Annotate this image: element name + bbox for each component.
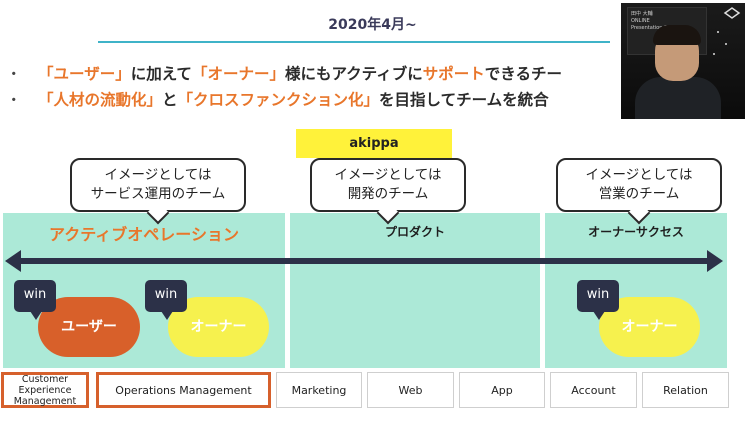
function-label: Operations Management: [115, 383, 252, 397]
bullet-item: ・「人材の流動化」と「クロスファンクション化」を目指してチームを統合: [6, 88, 549, 110]
presenter-hair: [653, 25, 701, 45]
function-operations-management: Operations Management: [96, 372, 271, 408]
bullet-item: ・「ユーザー」に加えて「オーナー」様にもアクティブにサポートできるチー: [6, 62, 562, 84]
team-product: プロダクト: [290, 213, 540, 368]
bullet-text: に加えて: [130, 65, 192, 83]
team-title: オーナーサクセス: [588, 225, 684, 239]
bullet-text: と: [162, 91, 178, 109]
speech-callout: イメージとしては サービス運用のチーム: [70, 158, 246, 225]
callout-line: イメージとしては: [334, 167, 442, 183]
bullet-highlight: 「ユーザー」: [38, 65, 131, 83]
win-tag: win: [145, 280, 187, 320]
screen-line: ONLINE: [631, 18, 650, 24]
win-tag-tail: [161, 311, 173, 320]
win-tag: win: [14, 280, 56, 320]
org-label: akippa: [296, 129, 452, 158]
team-title: プロダクト: [384, 225, 445, 239]
bullet-highlight: 「クロスファンクション化」: [177, 91, 380, 109]
function-label: Relation: [663, 383, 708, 397]
team-title: アクティブオペレーション: [49, 225, 239, 244]
function-app: App: [459, 372, 545, 408]
bullet-highlight: 「オーナー」: [191, 65, 285, 83]
callout-line: イメージとしては: [585, 167, 693, 183]
presenter-video-tile[interactable]: 田中 大輔 ONLINE Presentation Speaker ▾: [621, 3, 745, 119]
slide-title: 2020年4月~: [328, 17, 417, 33]
bullet-marker: ・: [6, 65, 22, 83]
win-tag-tail: [30, 311, 42, 320]
spark-dot: [713, 53, 715, 55]
win-label: win: [586, 287, 610, 302]
brand-logo-icon: [723, 7, 741, 19]
callout-line: 営業のチーム: [598, 186, 680, 202]
function-label: App: [491, 383, 513, 397]
callout-line: 開発のチーム: [347, 186, 429, 202]
presenter-body: [635, 77, 721, 119]
spark-dot: [717, 31, 719, 33]
function-label: Customer Experience Management: [13, 373, 77, 407]
function-label: Marketing: [291, 383, 347, 397]
bullet-text: できるチー: [484, 65, 562, 83]
function-web: Web: [367, 372, 454, 408]
bullet-highlight: 「人材の流動化」: [38, 91, 163, 109]
double-arrow-icon: [5, 250, 723, 272]
bullet-text: 様にもアクティブに: [284, 65, 423, 83]
screen-line: 田中 大輔: [631, 11, 653, 17]
function-customer-experience-management: Customer Experience Management: [1, 372, 89, 408]
win-label: win: [154, 287, 178, 302]
win-tag-tail: [593, 311, 605, 320]
function-relation: Relation: [642, 372, 729, 408]
bullet-highlight: サポート: [422, 65, 485, 83]
bullet-text: を目指してチームを統合: [379, 91, 549, 109]
win-tag: win: [577, 280, 619, 320]
function-label: Account: [571, 383, 616, 397]
function-marketing: Marketing: [276, 372, 362, 408]
speech-callout: イメージとしては 営業のチーム: [556, 158, 722, 225]
title-divider: [98, 41, 610, 43]
callout-line: イメージとしては: [104, 167, 212, 183]
callout-line: サービス運用のチーム: [90, 186, 226, 202]
spark-dot: [725, 43, 727, 45]
function-account: Account: [550, 372, 637, 408]
speech-callout: イメージとしては 開発のチーム: [310, 158, 466, 225]
function-label: Web: [398, 383, 423, 397]
win-label: win: [23, 287, 47, 302]
bullet-marker: ・: [6, 91, 22, 109]
